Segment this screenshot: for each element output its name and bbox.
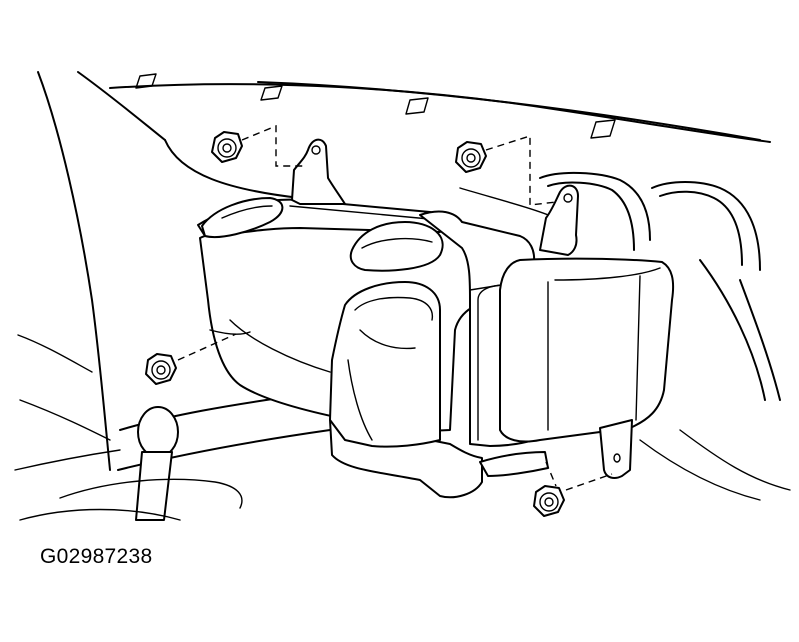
panel-slot-4 [590, 119, 616, 139]
body-panel [109, 73, 791, 501]
figure-id-label: G02987238 [40, 545, 153, 568]
panel-slot-1 [135, 73, 157, 89]
shift-lever [19, 406, 243, 521]
tank-assembly [197, 138, 675, 499]
panel-slot-2 [260, 85, 283, 101]
nut-top-left [211, 124, 306, 167]
nut-bottom-right [533, 461, 613, 517]
nut-left [145, 333, 237, 385]
nut-top-center [455, 135, 557, 206]
panel-slot-3 [405, 97, 429, 115]
